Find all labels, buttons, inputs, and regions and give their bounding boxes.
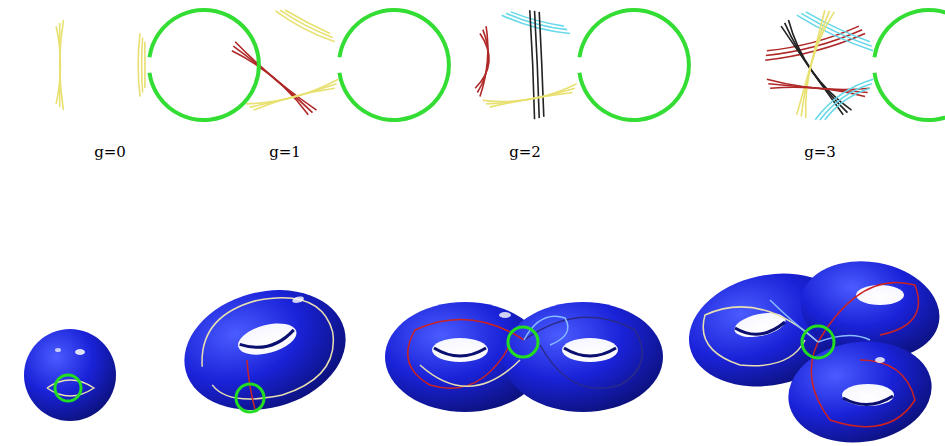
chord-arc [144,42,146,88]
chord-arc [275,11,334,42]
triple-torus [678,251,945,446]
chord-arc [767,79,870,89]
chord-arc [806,12,870,42]
chord-arc [246,79,338,104]
chord-arc [797,15,873,51]
chord-arc [506,13,567,29]
disk-boundary [339,10,448,120]
chord-arc [138,33,140,96]
chord-arc [530,10,535,119]
genus-label: g=2 [509,143,541,161]
disk-boundary [149,10,258,120]
chord-arc [253,88,334,110]
chord-arc [825,88,870,120]
disk-boundary [874,10,945,120]
chord-arc [801,13,871,46]
chord-arc [797,10,825,115]
double-torus [385,302,663,412]
chord-arc [285,10,330,33]
disk-boundary [579,10,688,120]
chord-arc [511,12,564,26]
chord-arc [480,26,488,96]
genus-label: g=3 [804,143,836,161]
chord-arc [539,12,544,117]
sphere [24,329,116,421]
chord-arc [280,10,332,37]
chord-arc [815,79,873,120]
chord-arc [141,38,144,93]
chord-arc [535,11,540,118]
torus [171,273,359,427]
chord-arc [767,26,859,51]
chord-arc [483,84,577,102]
chord-arc [806,12,835,118]
chord-arc [60,20,64,110]
chord-arc [820,84,872,120]
genus-label: g=1 [269,143,301,161]
genus-label: g=0 [94,143,126,161]
